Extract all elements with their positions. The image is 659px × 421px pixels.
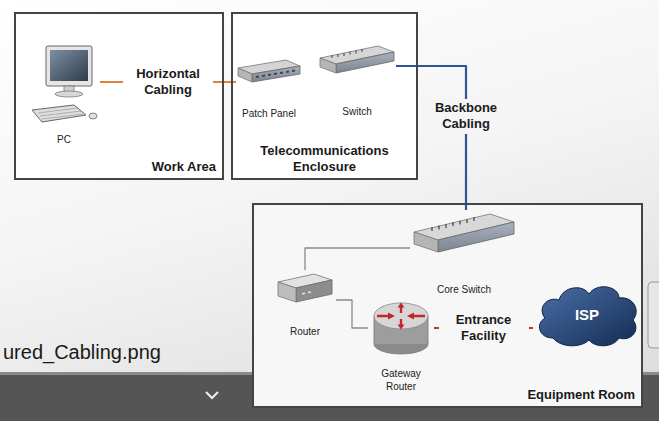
router-device-icon <box>274 270 336 310</box>
cable-label: Horizontal Cabling <box>123 65 213 100</box>
core-switch-icon <box>410 210 518 262</box>
device-label: Core Switch <box>437 284 491 297</box>
filename-label: ured_Cabling.png <box>3 341 161 364</box>
pc-device-icon <box>28 44 100 132</box>
pc-device-shape <box>32 46 97 122</box>
cable-label: Entrance Facility <box>439 311 529 346</box>
cable-line <box>336 300 368 328</box>
switch-device: Switch <box>318 44 396 119</box>
device-label: Patch Panel <box>242 108 296 121</box>
gateway-router-shape <box>374 303 428 355</box>
room-fill <box>252 203 643 408</box>
gateway-router: Gateway Router <box>368 296 434 393</box>
core-switch-shape <box>414 214 514 252</box>
core-switch: Core Switch <box>410 210 518 297</box>
filename-label-wrap: ured_Cabling.png <box>3 341 161 364</box>
pc-device: PC <box>28 44 100 147</box>
device-label: Switch <box>342 106 371 119</box>
cable-label-wrap: Entrance Facility <box>439 311 529 346</box>
enclosure-fill <box>231 12 418 180</box>
cable-line <box>396 66 466 210</box>
device-label: Gateway Router <box>368 368 434 393</box>
cable-label-wrap: Horizontal Cabling <box>123 65 213 100</box>
work-area-fill <box>14 12 224 180</box>
cable-label: Backbone Cabling <box>421 99 511 134</box>
cable-label-wrap: Backbone Cabling <box>421 99 511 134</box>
cable-line <box>305 248 410 270</box>
gateway-router-icon <box>368 296 434 360</box>
patch-panel-shape <box>238 60 300 82</box>
isp-cloud: ISP <box>533 278 641 350</box>
cloud-label: ISP <box>575 306 599 323</box>
box-title: Telecommunications Enclosure <box>239 143 410 176</box>
side-handle <box>648 282 659 348</box>
chevron-icon <box>206 392 218 398</box>
router-device-shape <box>278 274 332 302</box>
device-label: PC <box>57 134 71 147</box>
router-device: Router <box>274 270 336 339</box>
box-title: Work Area <box>152 159 216 175</box>
switch-device-shape <box>320 46 394 73</box>
patch-panel-icon <box>236 58 302 88</box>
device-label: Router <box>290 326 320 339</box>
patch-panel: Patch Panel <box>236 58 302 121</box>
room-box: Equipment Room Core SwitchRouterGateway R… <box>252 203 643 408</box>
switch-device-icon <box>318 44 396 84</box>
enclosure-box: Telecommunications Enclosure Patch Panel S… <box>231 12 418 180</box>
isp-cloud-shape <box>539 287 636 346</box>
box-title: Equipment Room <box>527 387 635 403</box>
